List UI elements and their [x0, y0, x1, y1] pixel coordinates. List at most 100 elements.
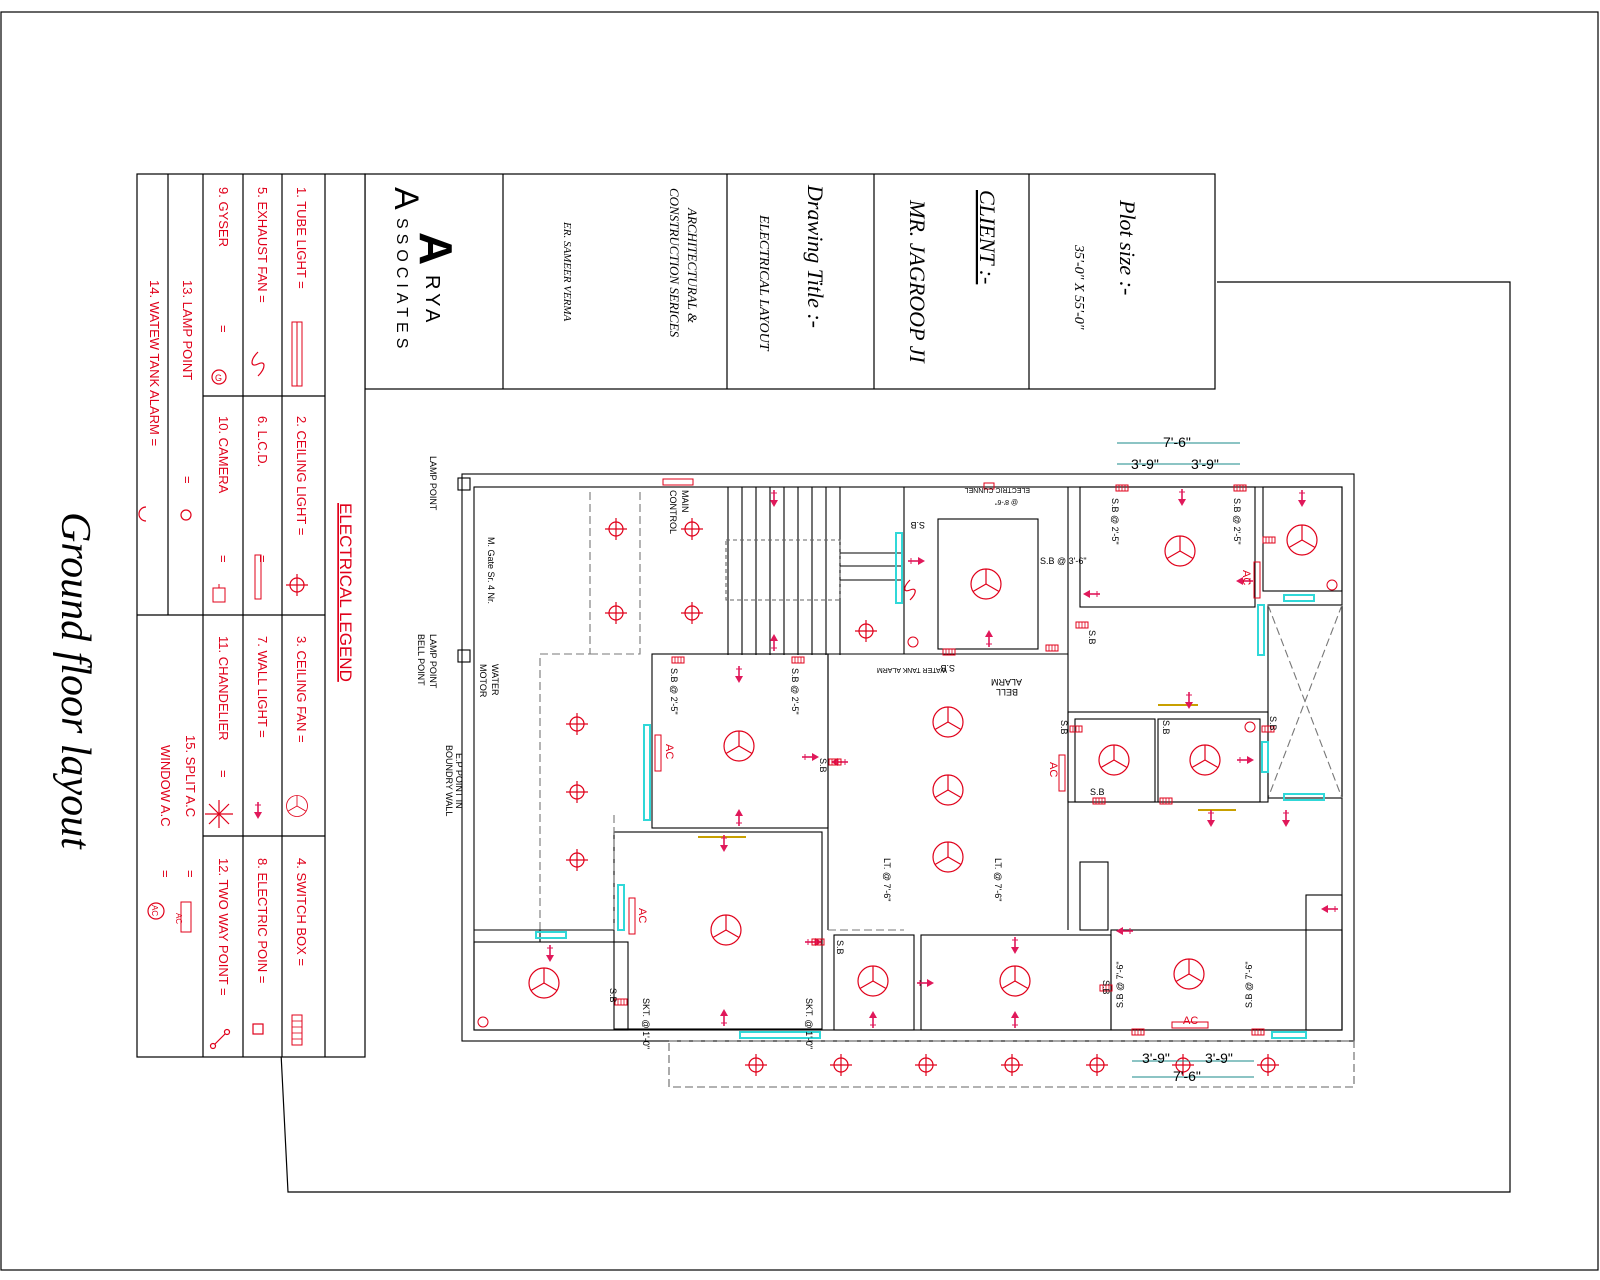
legend-lamp-point: 13. LAMP POINT [180, 280, 195, 380]
split-ac-icon: AC [174, 901, 192, 933]
ground-floor-caption: Ground floor layout [52, 512, 98, 850]
sb-label-11: S.B [940, 663, 955, 673]
sb-label-10: S.B [910, 520, 925, 530]
legend-ceiling-fan: 3. CEILING FAN = [294, 636, 309, 743]
sb-label-1: S.B [1059, 720, 1069, 735]
plot-size-label: Plot size :- [1115, 199, 1140, 295]
dim-bottom-total: 7'-6" [1173, 1068, 1201, 1084]
legend-title: ELECTRICAL LEGEND [336, 503, 355, 682]
ac-label-4: AC [636, 908, 648, 923]
sb-label-7: S.B [818, 758, 828, 773]
exhaust-fan-icon [251, 351, 265, 377]
legend-chandelier: 11. CHANDELIER [216, 636, 231, 741]
ac-label-3: AC [1047, 762, 1059, 777]
logo-word-rya: RYA [421, 275, 443, 326]
sb-label-6: S.B [835, 940, 845, 955]
sb-25-label-2: S.B @ 2'-5" [1232, 498, 1242, 545]
main-control-label-1: MAIN [680, 490, 690, 513]
title-block: Plot size :- 35'-0" X 55'-0" CLIENT :- M… [364, 173, 1216, 390]
windows [535, 532, 1325, 1039]
arya-associates-logo: A RYA A SSOCIATES [387, 187, 462, 353]
switch-boxes [614, 484, 1276, 1036]
ep-point-label-1: E.P POINT IN [454, 753, 464, 809]
main-control-label-2: CONTROL [668, 490, 678, 534]
electric-point-icon [252, 1023, 264, 1035]
gyser-icon: G [211, 369, 227, 385]
ac-units [628, 478, 1261, 1029]
window-ac-icon: AC [147, 902, 165, 920]
doors [698, 704, 1236, 838]
firm-person: ER. SAMEER VERMA [561, 221, 573, 322]
sb-label-3: S.B [1268, 716, 1278, 731]
legend-exhaust-fan: 5. EXHAUST FAN = [255, 187, 270, 303]
gyser-symbols [477, 579, 1338, 1028]
sheet-border [0, 11, 1599, 1271]
client-name: MR. JAGROOP JI [905, 199, 930, 364]
lamp-point-icon [180, 509, 192, 521]
skt-10-label-2: SKT. @ 1'-0" [804, 998, 814, 1049]
dimension-labels: 7'-6" 3'-9" 3'-9" 3'-9" 3'-9" 7'-6" [1131, 434, 1233, 1084]
ac-label-5: AC [1183, 1015, 1198, 1027]
drawing-title-value: ELECTRICAL LAYOUT [756, 214, 771, 352]
water-motor-label-1: WATER [490, 664, 500, 696]
legend-ceiling-light: 2. CEILING LIGHT = [294, 416, 309, 535]
bell-alarm-label-2: ALARM [991, 677, 1022, 687]
legend-gyser: 9. GYSER [216, 187, 231, 247]
ep-point-label-2: BOUNDRY WALL [444, 745, 454, 816]
dim-bottom-right: 3'-9" [1205, 1050, 1233, 1066]
sb-label-8: S.B [1101, 980, 1111, 995]
sb-76-label-2: S.B @ 7'-6" [1244, 961, 1254, 1008]
sb-label-4: S.B [1090, 787, 1105, 797]
window-ac-icon-label: AC [150, 905, 159, 916]
dimensions [1117, 442, 1254, 1078]
firm-services-line1: ARCHITECTURAL & [685, 207, 700, 324]
legend-eq-window-ac: = [158, 870, 173, 878]
dim-top-total: 7'-6" [1163, 434, 1191, 450]
dim-top-left: 3'-9" [1131, 456, 1159, 472]
logo-letter-a: A [410, 232, 462, 265]
sb-25-label-1: S.B @ 2'-5" [1110, 498, 1120, 545]
water-motor-label-2: MOTOR [478, 664, 488, 698]
electric-cunnel-label: ELECTRIC CUNNEL [965, 486, 1030, 493]
ac-label-1: AC [1240, 570, 1252, 585]
sb-label-9: S.B [1087, 630, 1097, 645]
tube-light-icon [291, 321, 303, 387]
bell-point-label: BELL POINT [416, 634, 426, 686]
chandelier-icon [205, 800, 233, 828]
lcd-icon [254, 554, 262, 600]
legend-window-ac: WINDOW A.C [158, 745, 173, 827]
sb-25-label-4: S.B @ 2'-5" [790, 668, 800, 715]
legend-split-ac: 15. SPLIT A.C [183, 735, 198, 817]
lt-76-label-2: LT. @ 7'-6" [993, 858, 1003, 901]
legend-water-tank-alarm: 14. WATEW TANK ALARM = [147, 280, 162, 446]
split-ac-icon-label: AC [174, 913, 183, 924]
sb-25-label-3: S.B @ 2'-5" [669, 668, 679, 715]
plan-labels: LAMP POINT LAMP POINT BELL POINT WATER M… [416, 456, 1278, 1049]
m-gate-label: M. Gate Sr. 4 Nr. [486, 537, 496, 604]
legend-two-way-point: 12. TWO WAY POINT = [216, 858, 231, 996]
firm-services-line2: CONSTRUCTION SERICES [667, 188, 682, 338]
legend-eq-chandelier: = [216, 770, 231, 778]
logo-word-ssociates: SSOCIATES [393, 218, 410, 353]
legend-eq-lamp-point: = [180, 476, 195, 484]
legend-wall-light: 7. WALL LIGHT = [255, 636, 270, 738]
two-way-point-icon [209, 1028, 231, 1050]
legend-switch-box: 4. SWITCH BOX = [294, 858, 309, 966]
drawing-title-label: Drawing Title :- [803, 184, 828, 328]
legend-tube-light: 1. TUBE LIGHT = [294, 187, 309, 289]
floor-plan [457, 473, 1355, 1088]
water-tank-alarm-label: WATER TANK ALARM [877, 666, 947, 673]
at-86-label: @ 8'-6" [994, 498, 1018, 505]
skt-10-label-1: SKT. @ 1'-0" [641, 998, 651, 1049]
inner-frame [280, 281, 1511, 1193]
svg-text:G: G [215, 373, 222, 383]
camera-icon [212, 584, 226, 603]
plot-size-value: 35'-0" X 55'-0" [1071, 244, 1086, 330]
dim-bottom-left: 3'-9" [1142, 1050, 1170, 1066]
lamp-point-top-label: LAMP POINT [428, 456, 438, 511]
water-tank-alarm-icon [138, 506, 147, 522]
ac-label-2: AC [663, 744, 675, 759]
legend-lcd: 6. L.C.D. [255, 416, 270, 467]
legend-eq-lcd: = [255, 555, 270, 563]
